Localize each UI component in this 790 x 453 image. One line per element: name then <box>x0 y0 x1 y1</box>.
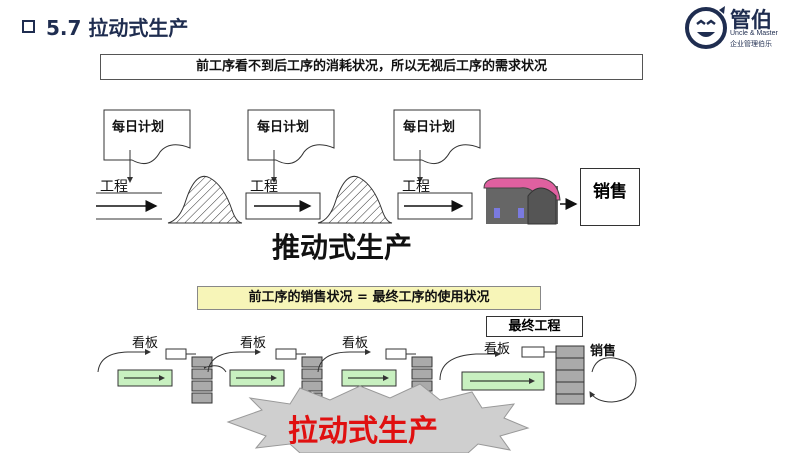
kanban-label-final: 看板 <box>484 342 511 357</box>
plan-doc-3 <box>393 109 481 183</box>
push-process-2 <box>245 192 321 220</box>
push-title: 推动式生产 <box>272 231 413 264</box>
push-process-3 <box>397 192 473 220</box>
logo-subtitle-cn: 企业管理伯乐 <box>730 40 772 48</box>
push-statement: 前工序看不到后工序的消耗状况，所以无视后工序的需求状况 <box>100 54 643 80</box>
title-bar: 5.7 拉动式生产 管伯 Uncle & Master 企业管理伯乐 <box>0 0 790 56</box>
process-label-2: 工程 <box>250 179 278 195</box>
plan-doc-1 <box>103 109 191 183</box>
process-label-1: 工程 <box>100 179 128 195</box>
plan-label-2: 每日计划 <box>257 120 310 135</box>
inventory-pile-2 <box>317 175 393 224</box>
pull-title: 拉动式生产 <box>288 414 438 449</box>
logo-face-icon <box>685 6 727 49</box>
kanban-unit-1 <box>97 348 227 404</box>
kanban-label-3: 看板 <box>342 336 369 351</box>
plan-label-3: 每日计划 <box>403 120 456 135</box>
inventory-pile-1 <box>167 175 243 224</box>
logo: 管伯 Uncle & Master 企业管理伯乐 <box>683 4 785 52</box>
page-title: 5.7 拉动式生产 <box>46 16 189 40</box>
pull-statement: 前工序的销售状况 = 最终工序的使用状况 <box>197 286 541 310</box>
plan-doc-2 <box>247 109 335 183</box>
process-label-3: 工程 <box>402 179 430 195</box>
kanban-unit-final <box>439 345 637 405</box>
logo-subtitle-en: Uncle & Master <box>730 30 778 37</box>
plan-label-1: 每日计划 <box>112 120 165 135</box>
pull-burst-shape <box>226 383 530 453</box>
kanban-label-1: 看板 <box>132 336 159 351</box>
final-process-box: 最终工程 <box>486 316 583 337</box>
push-process-1 <box>96 192 162 220</box>
pull-sales-label: 销售 <box>590 344 617 359</box>
logo-name: 管伯 <box>730 8 772 32</box>
warehouse-icon <box>483 177 578 225</box>
title-bullet-icon <box>22 20 35 33</box>
kanban-label-2: 看板 <box>240 336 267 351</box>
push-sales-box: 销售 <box>580 168 640 226</box>
